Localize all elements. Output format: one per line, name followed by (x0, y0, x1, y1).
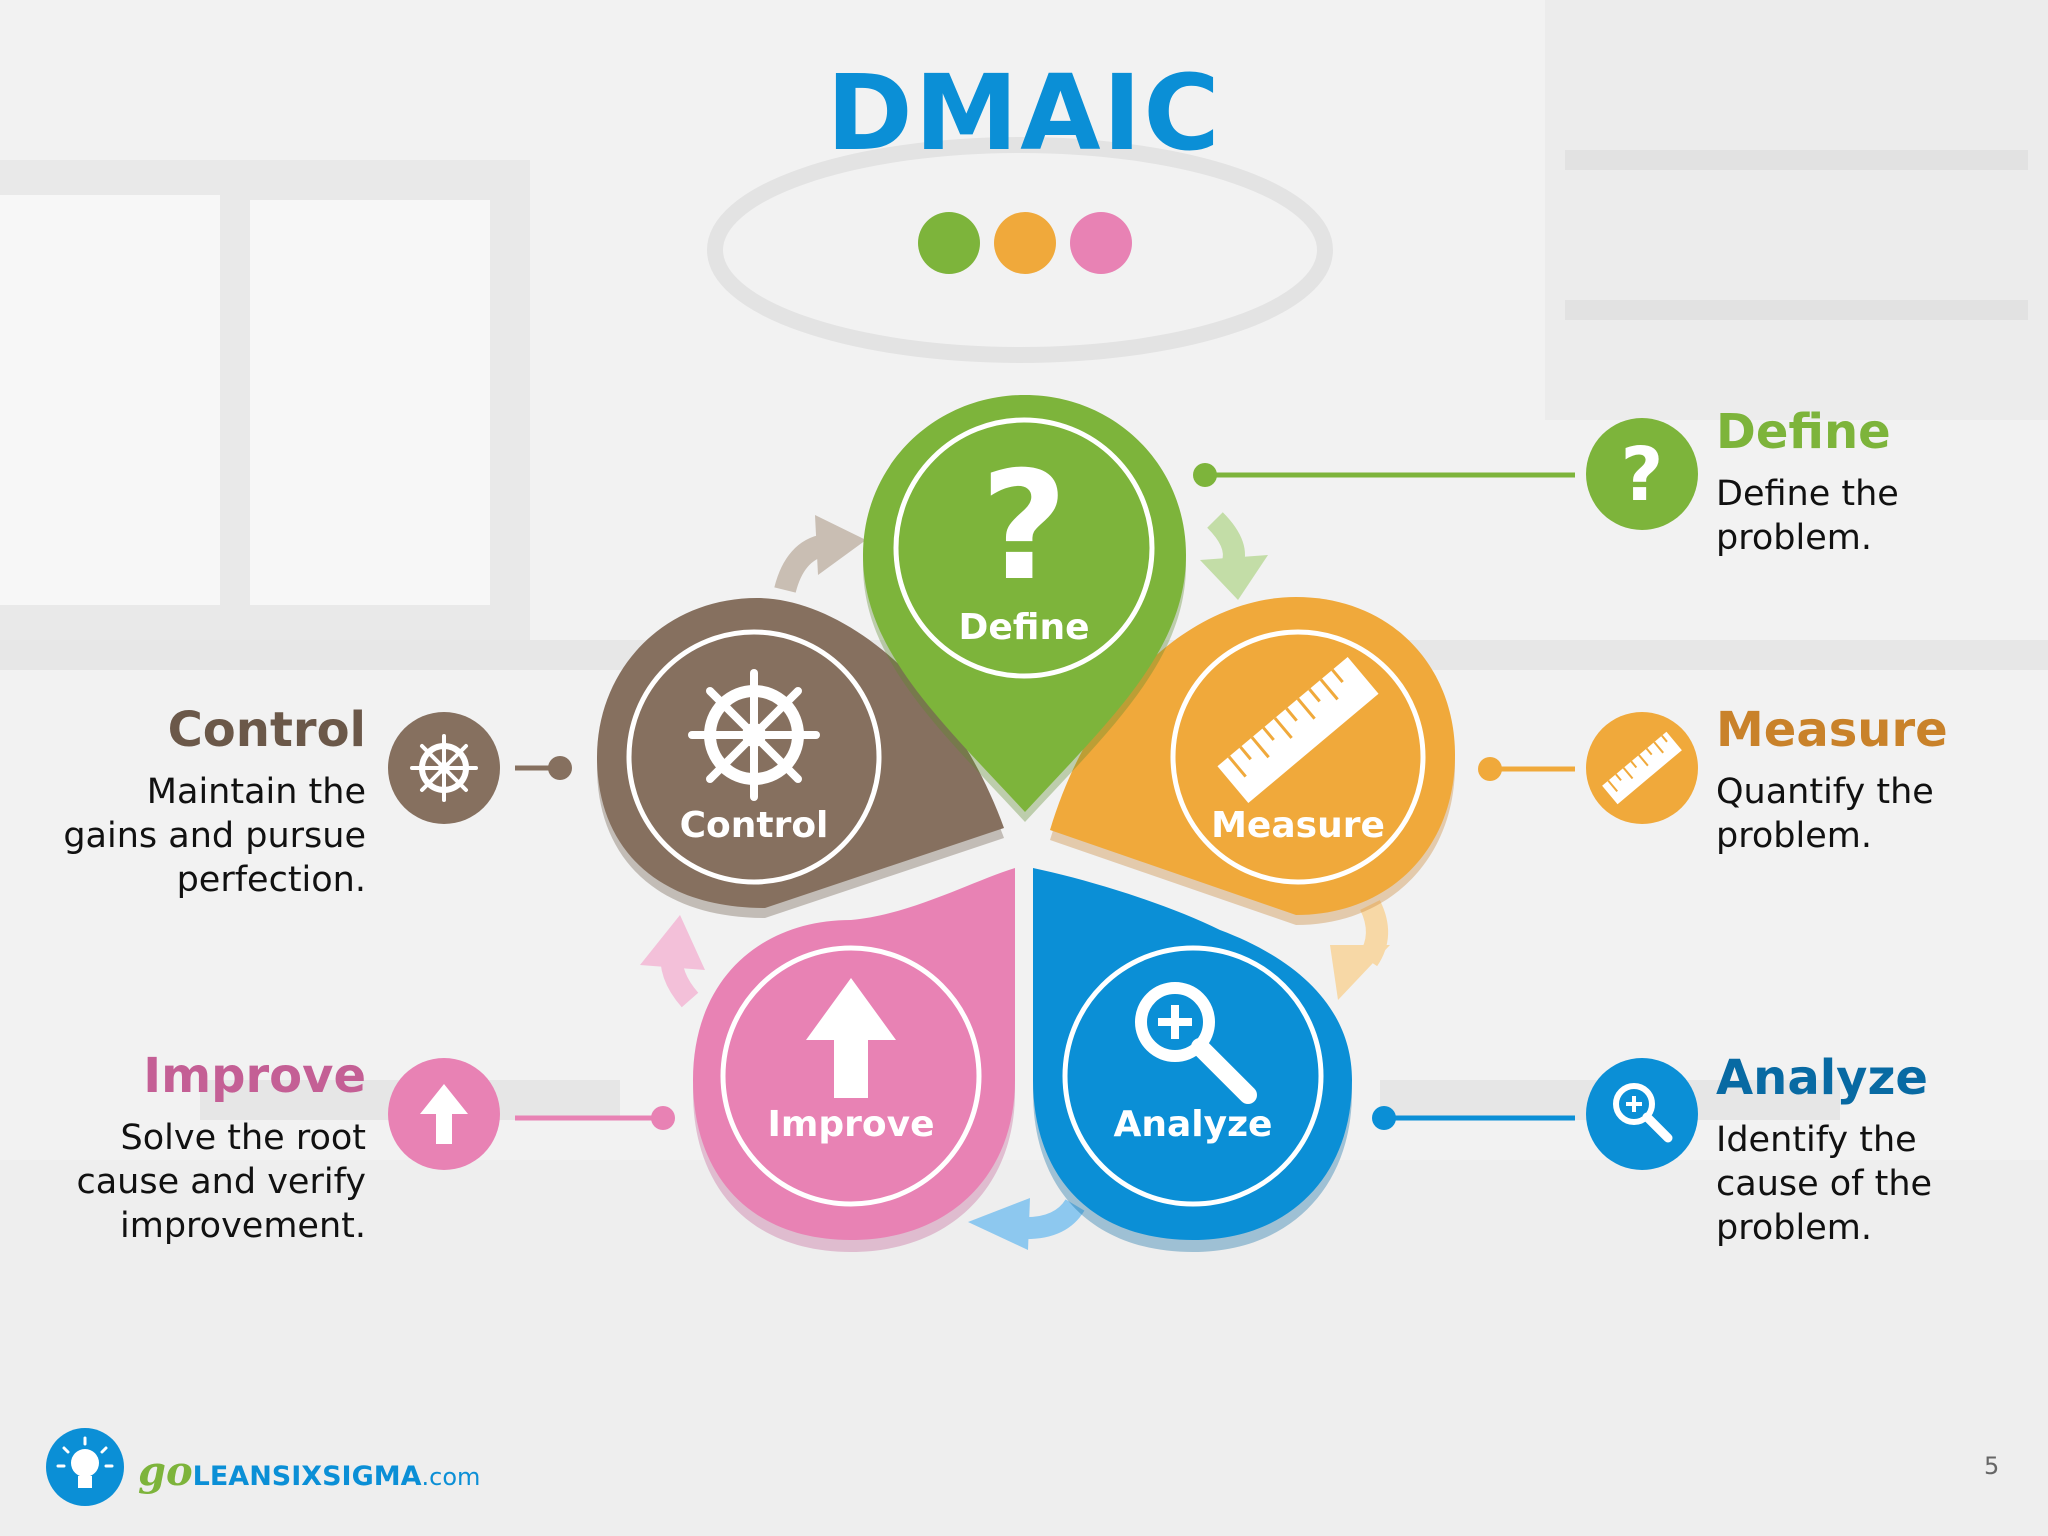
define-description-line: problem. (1716, 518, 1872, 558)
petal-label-define: Define (958, 607, 1090, 648)
analyze-description: Identify the cause of the problem. (1716, 1118, 1932, 1250)
control-description-line: Maintain the (146, 772, 366, 812)
lightbulb-icon (46, 1428, 124, 1506)
up-arrow-icon (420, 1084, 468, 1144)
measure-description-line: Quantify the (1716, 772, 1934, 812)
question-mark-icon: ? (1621, 432, 1664, 518)
brand-com: .com (421, 1463, 481, 1491)
question-mark-icon: ? (980, 440, 1067, 614)
analyze-description-line: cause of the (1716, 1164, 1933, 1204)
control-description-line: perfection. (176, 860, 366, 900)
brand-go: go (138, 1448, 193, 1495)
petal-label-measure: Measure (1211, 805, 1385, 846)
improve-side-icon (388, 1058, 500, 1170)
improve-description-line: improvement. (120, 1206, 366, 1246)
define-description-line: Define the (1716, 474, 1899, 514)
green-dot (918, 212, 980, 274)
analyze-title: Analyze (1716, 1050, 1928, 1106)
connector-lines (515, 463, 1575, 1130)
improve-title: Improve (143, 1048, 366, 1104)
up-arrow-icon (806, 978, 896, 1098)
control-description-line: gains and pursue (63, 816, 366, 856)
define-title: Define (1716, 404, 1891, 460)
analyze-description-line: problem. (1716, 1208, 1872, 1248)
ship-wheel-icon (410, 734, 478, 802)
measure-description-line: problem. (1716, 816, 1872, 856)
decorative-dots (918, 212, 1132, 274)
cycle-arrows (640, 512, 1390, 1250)
pink-dot (1070, 212, 1132, 274)
page-number: 5 (1984, 1452, 2000, 1480)
page-title: DMAIC (826, 52, 1222, 174)
improve-description-line: Solve the root (120, 1118, 366, 1158)
improve-description-line: cause and verify (76, 1162, 366, 1202)
define-description: Define the problem. (1716, 472, 1899, 560)
measure-title: Measure (1716, 702, 1948, 758)
brand-logo-text: goLEANSIXSIGMA.com (138, 1448, 480, 1495)
petal-analyze (1033, 868, 1352, 1252)
svg-text:?: ? (980, 440, 1067, 614)
svg-text:?: ? (1621, 432, 1664, 518)
orange-dot (994, 212, 1056, 274)
petal-label-analyze: Analyze (1113, 1104, 1273, 1145)
control-description: Maintain the gains and pursue perfection… (63, 770, 366, 902)
analyze-description-line: Identify the (1716, 1120, 1917, 1160)
define-side-icon: ? (1586, 418, 1698, 530)
analyze-side-icon (1586, 1058, 1698, 1170)
petal-define (863, 395, 1186, 822)
control-title: Control (167, 702, 366, 758)
measure-description: Quantify the problem. (1716, 770, 1934, 858)
ruler-icon (1217, 656, 1379, 804)
brand-main: LEANSIXSIGMA (192, 1461, 422, 1492)
control-side-icon (388, 712, 500, 824)
improve-description: Solve the root cause and verify improvem… (76, 1116, 366, 1248)
petal-label-control: Control (679, 805, 829, 846)
magnifier-plus-icon (1613, 1083, 1673, 1143)
measure-side-icon (1586, 712, 1698, 824)
magnifier-plus-icon (1135, 982, 1257, 1104)
ruler-icon (1602, 731, 1682, 805)
petal-label-improve: Improve (767, 1104, 935, 1145)
ship-wheel-icon (688, 669, 820, 801)
